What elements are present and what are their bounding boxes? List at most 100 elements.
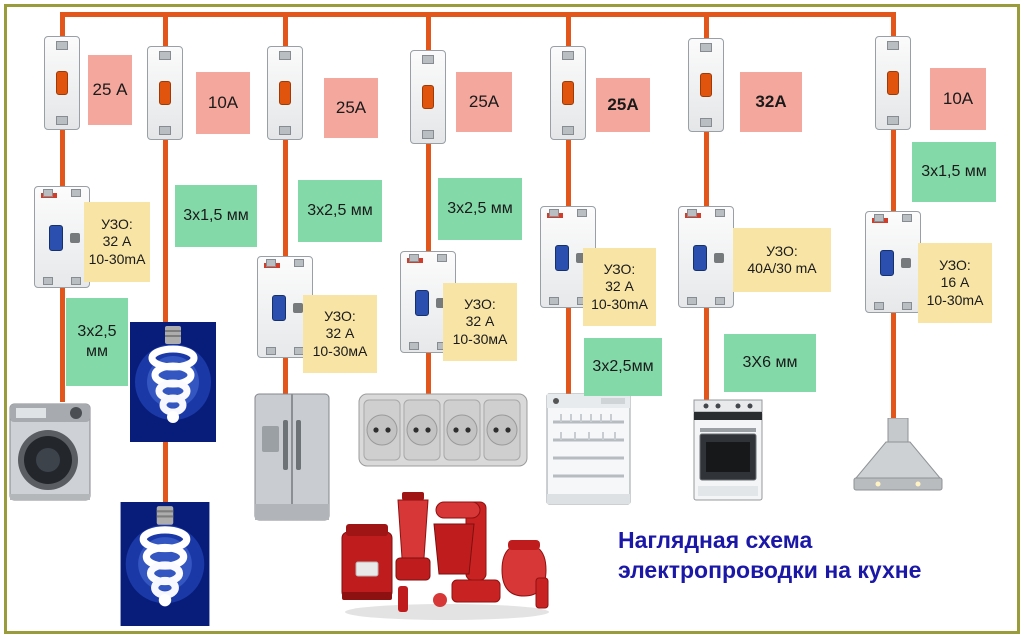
terminal (549, 209, 559, 217)
rcd-test-button (714, 253, 724, 263)
breaker-rating-label: 10А (930, 68, 986, 130)
wire-segment (891, 311, 896, 422)
rcd-rating-label: УЗО: 32 А 10-30мА (303, 295, 377, 373)
circuit-breaker (875, 36, 911, 130)
wire-segment (426, 142, 431, 253)
rcd-rating-label: УЗО: 32 А 10-30mA (583, 248, 656, 326)
circuit-breaker (147, 46, 183, 140)
cable-size-label: 3x2,5 мм (66, 298, 128, 386)
terminal (549, 297, 559, 305)
wire-segment (704, 306, 709, 402)
wire-segment (426, 12, 431, 52)
breaker-lever (159, 81, 171, 105)
cable-size-label: 3x1,5 мм (175, 185, 257, 247)
breaker-lever (422, 85, 434, 109)
breaker-lever (887, 71, 899, 95)
wire-segment (163, 12, 168, 48)
wire-segment (704, 12, 709, 40)
rcd-test-button (293, 303, 303, 313)
terminal (56, 41, 68, 50)
terminal (294, 259, 304, 267)
breaker-lever (56, 71, 68, 95)
breaker-rating-label: 10А (196, 72, 250, 134)
terminal (266, 347, 276, 355)
circuit-breaker (688, 38, 724, 132)
dishwasher-image (545, 392, 632, 508)
circuit-breaker (550, 46, 586, 140)
terminal (159, 51, 171, 60)
wire-segment (283, 12, 288, 48)
stove-image (692, 398, 764, 502)
wire-segment (426, 351, 431, 396)
terminal (887, 116, 899, 125)
terminal (279, 126, 291, 135)
light-bulb-image (130, 322, 216, 442)
refrigerator-image (252, 392, 332, 528)
wire-segment (283, 138, 288, 258)
rcd-rating-label: УЗО: 32 А 10-30mA (84, 202, 150, 282)
terminal (874, 214, 884, 222)
washing-machine-image (8, 398, 92, 502)
main-bus-wire (60, 12, 896, 17)
socket-panel-image (358, 392, 528, 468)
terminal (422, 55, 434, 64)
terminal (409, 342, 419, 350)
cooker-hood-image (850, 418, 946, 508)
breaker-rating-label: 25 А (88, 55, 132, 125)
breaker-rating-label: 25А (596, 78, 650, 132)
terminal (279, 51, 291, 60)
terminal (159, 126, 171, 135)
circuit-breaker (267, 46, 303, 140)
cable-size-label: 3Х6 мм (724, 334, 816, 392)
wire-segment (163, 440, 168, 504)
terminal (577, 209, 587, 217)
terminal (715, 297, 725, 305)
terminal (43, 277, 53, 285)
terminal (409, 254, 419, 262)
wire-segment (566, 12, 571, 48)
terminal (902, 214, 912, 222)
rcd-test-button (901, 258, 911, 268)
terminal (715, 209, 725, 217)
terminal (874, 302, 884, 310)
cable-size-label: 3x1,5 мм (912, 142, 996, 202)
rcd-rating-label: УЗО: 40А/30 mA (733, 228, 831, 292)
cable-size-label: 3x2,5 мм (298, 180, 382, 242)
rcd-device (678, 206, 734, 308)
rcd-lever (49, 225, 63, 251)
terminal (562, 126, 574, 135)
terminal (422, 130, 434, 139)
circuit-breaker (410, 50, 446, 144)
wire-segment (163, 138, 168, 324)
wire-segment (566, 306, 571, 396)
breaker-lever (279, 81, 291, 105)
breaker-lever (700, 73, 712, 97)
small-appliances-image (340, 466, 555, 622)
rcd-test-button (576, 253, 586, 263)
wire-segment (60, 12, 65, 38)
cable-size-label: 3x2,5 мм (438, 178, 522, 240)
rcd-lever (415, 290, 429, 316)
terminal (43, 189, 53, 197)
terminal (700, 118, 712, 127)
terminal (437, 254, 447, 262)
breaker-lever (562, 81, 574, 105)
wire-segment (704, 130, 709, 208)
light-bulb-image (118, 502, 212, 626)
terminal (687, 297, 697, 305)
rcd-test-button (436, 298, 446, 308)
rcd-rating-label: УЗО: 16 А 10-30mA (918, 243, 992, 323)
terminal (887, 41, 899, 50)
rcd-device (865, 211, 921, 313)
diagram-title: Наглядная схема электропроводки на кухне (618, 527, 922, 583)
wire-segment (60, 286, 65, 402)
breaker-rating-label: 25А (456, 72, 512, 132)
terminal (266, 259, 276, 267)
terminal (56, 116, 68, 125)
rcd-lever (272, 295, 286, 321)
terminal (71, 277, 81, 285)
wire-segment (566, 138, 571, 208)
rcd-device (34, 186, 90, 288)
wire-segment (60, 128, 65, 188)
